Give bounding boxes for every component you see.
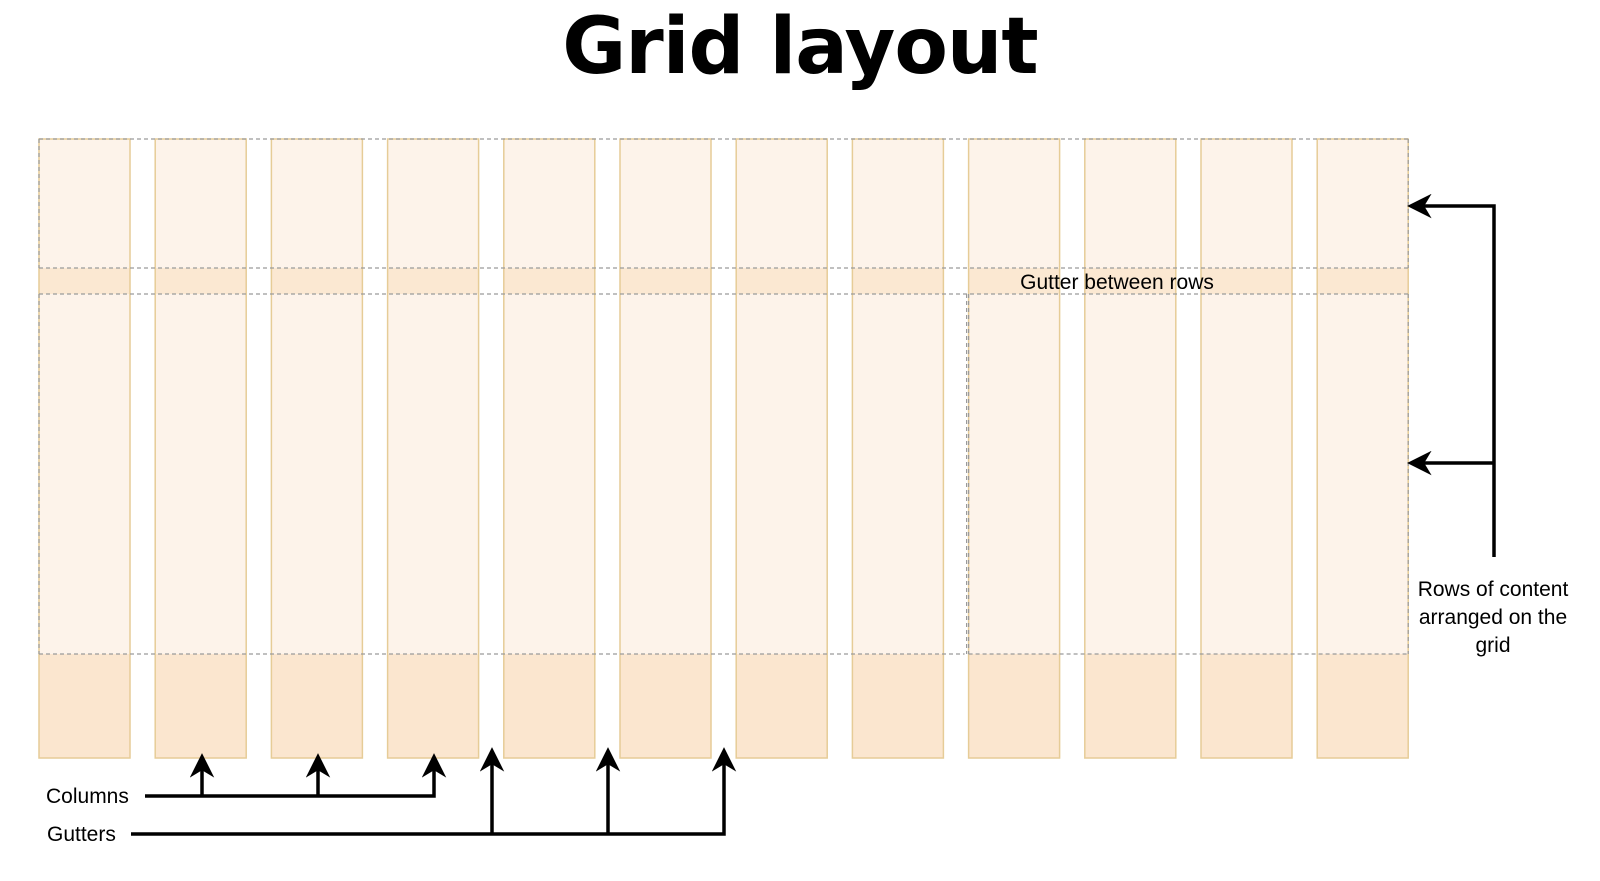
- rows-arrow: [1407, 193, 1496, 557]
- grid-guide-lines: [38, 138, 1409, 655]
- grid-column: [270, 138, 364, 759]
- row-gutter-band: [387, 268, 479, 294]
- grid-column: [735, 138, 828, 759]
- bottom-row-band: [39, 654, 130, 758]
- bottom-row-band: [503, 654, 595, 758]
- bottom-row-band: [1317, 654, 1409, 758]
- grid-column: [38, 138, 131, 759]
- bottom-row-band: [155, 654, 247, 758]
- column-outline: [1084, 138, 1177, 759]
- row-gutter-band: [968, 268, 1060, 294]
- bottom-row-band: [736, 654, 828, 758]
- grid-column: [1084, 138, 1177, 759]
- grid-column: [386, 138, 480, 759]
- bottom-row-band: [1084, 654, 1176, 758]
- bottom-row-band: [387, 654, 479, 758]
- row-gutter-band: [620, 268, 711, 294]
- row-gutter-band: [852, 268, 944, 294]
- grid-column: [1200, 138, 1293, 759]
- rows-of-content-label-line-2: arranged on the: [1419, 606, 1567, 629]
- row-gutter-band: [1317, 268, 1409, 294]
- gutters-label: Gutters: [47, 823, 116, 846]
- column-outline: [851, 138, 945, 759]
- diagram-title: Grid layout: [562, 2, 1038, 92]
- row-gutter-band: [503, 268, 595, 294]
- rows-of-content-label-line-3: grid: [1475, 634, 1510, 657]
- row-gutter-band: [155, 268, 247, 294]
- bottom-row-band: [271, 654, 363, 758]
- gutter-between-rows-label: Gutter between rows: [1020, 271, 1214, 294]
- grid-column: [851, 138, 945, 759]
- grid-column: [154, 138, 247, 759]
- row-gutter-band: [271, 268, 363, 294]
- gutters-arrows: [131, 747, 737, 836]
- bottom-row-band: [852, 654, 944, 758]
- row-gutter-band: [736, 268, 828, 294]
- grid-column: [1316, 138, 1409, 759]
- column-outline: [503, 138, 596, 759]
- grid-column: [619, 138, 712, 759]
- grid-column: [503, 138, 596, 759]
- row-gutter-band: [1201, 268, 1292, 294]
- bottom-row-band: [968, 654, 1060, 758]
- columns-label: Columns: [46, 785, 129, 808]
- bottom-row-band: [1201, 654, 1292, 758]
- bottom-row-band: [620, 654, 711, 758]
- row-gutter-band: [39, 268, 130, 294]
- rows-of-content-label-line-1: Rows of content: [1418, 578, 1569, 601]
- row-gutter-band: [1084, 268, 1176, 294]
- grid-column: [967, 138, 1061, 759]
- grid-columns: [38, 138, 1409, 759]
- columns-arrows: [145, 753, 447, 798]
